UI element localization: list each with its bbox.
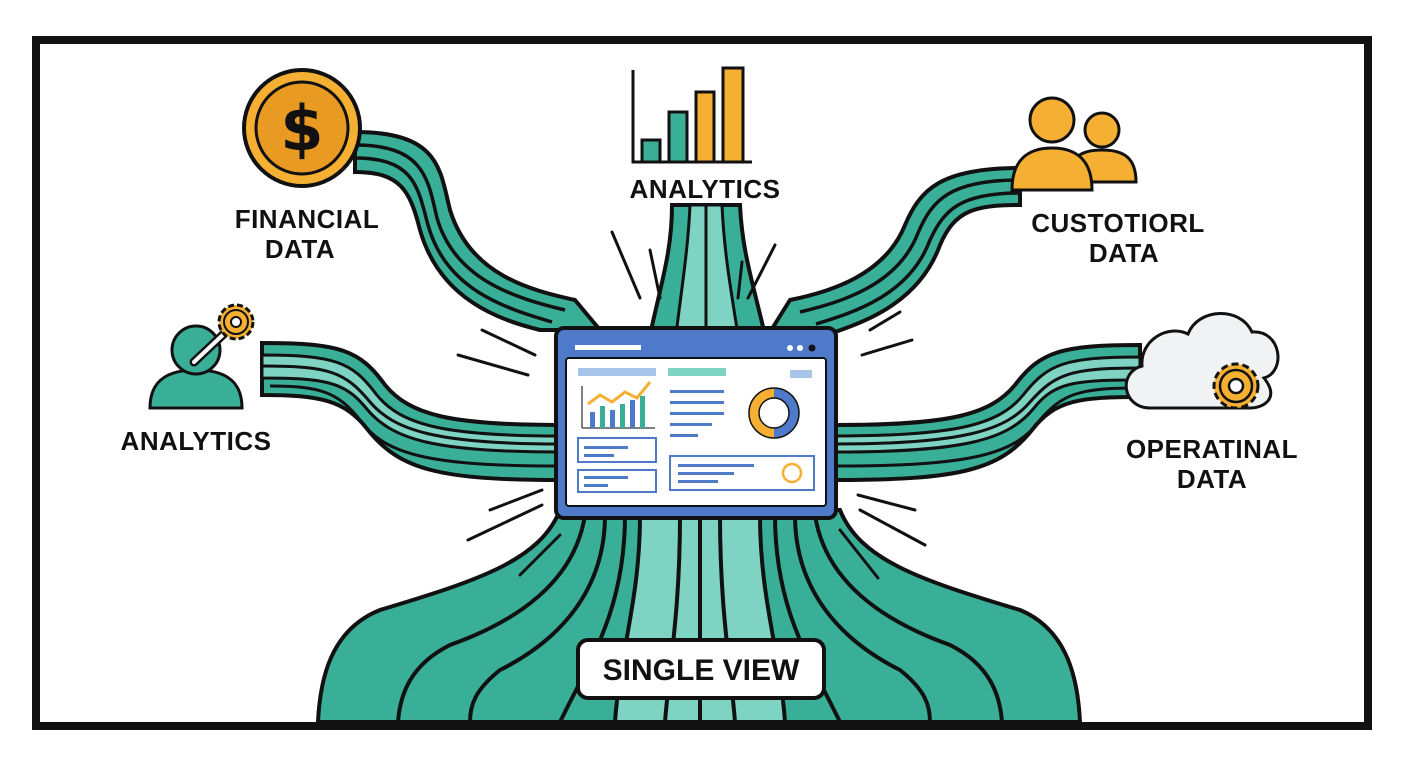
single-view-label: SINGLE VIEW (603, 654, 800, 687)
dashboard-screen (554, 326, 838, 520)
bottom-flow (315, 508, 1083, 724)
single-view-badge: SINGLE VIEW (576, 638, 826, 700)
small-gear-icon (217, 303, 255, 341)
cog-icon (1212, 362, 1260, 410)
dollar-coin-icon: $ (242, 68, 362, 188)
financial-label-line1: FINANCIAL (235, 204, 380, 234)
customer-label-line1: CUSTOTIORL (1031, 208, 1205, 238)
operational-label-line1: OPERATINAL (1126, 434, 1298, 464)
financial-flow (353, 129, 605, 332)
screen-title-bar (575, 345, 641, 350)
mini-donut (748, 387, 800, 439)
window-dot (808, 344, 816, 352)
analytics-left-label: ANALYTICS (121, 426, 272, 456)
window-dot (787, 345, 793, 351)
analytics-person-gear-icon (148, 303, 255, 410)
window-dot (797, 345, 803, 351)
users-icon (1010, 96, 1138, 192)
customer-label-line2: DATA (1089, 238, 1159, 268)
mini-chart (578, 368, 656, 429)
dollar-symbol: $ (280, 92, 323, 165)
operational-label-line2: DATA (1177, 464, 1247, 494)
analytics-top-label: ANALYTICS (630, 174, 781, 204)
financial-label-line2: DATA (265, 234, 335, 264)
burst-lines (456, 230, 927, 580)
mini-cards (577, 437, 815, 493)
customer-flow (766, 165, 1022, 334)
analytics-top-flow (647, 203, 768, 337)
mini-text-lines (668, 368, 812, 437)
cloud-gear-icon (1124, 312, 1280, 410)
bar-chart-icon (631, 66, 752, 164)
